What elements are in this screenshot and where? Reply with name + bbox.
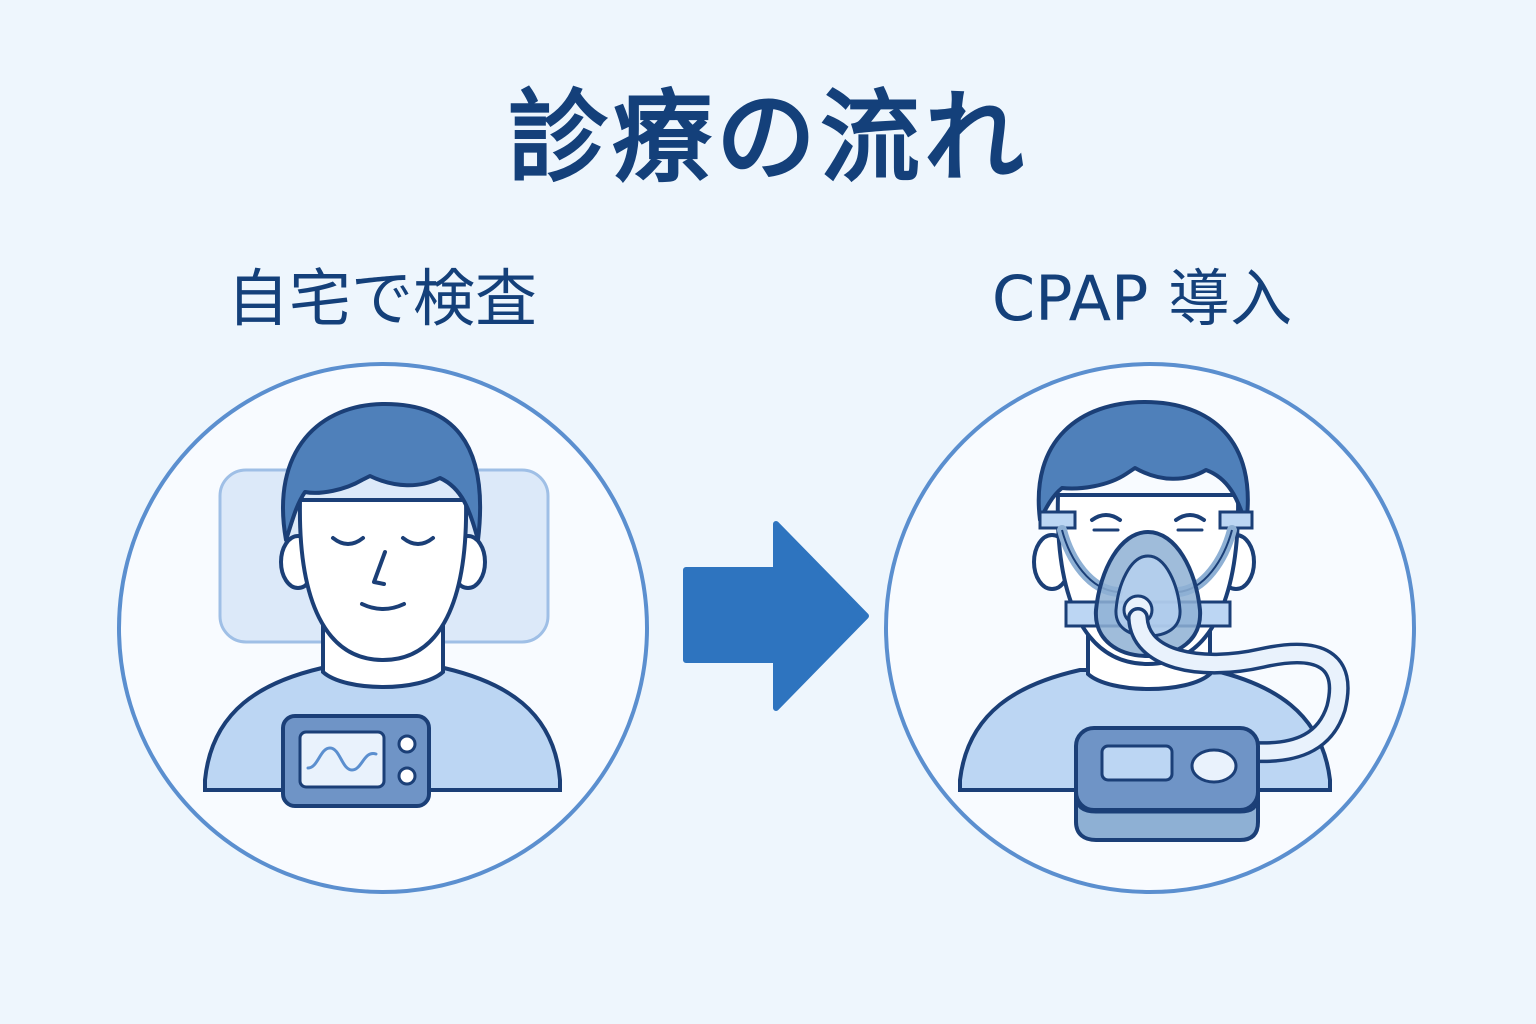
cpap-machine-icon <box>1074 726 1260 842</box>
eye-left <box>331 536 365 546</box>
page-title: 診療の流れ <box>508 79 1028 196</box>
step-label-cpap: CPAP 導入 <box>991 262 1293 335</box>
step-cpap-illustration <box>884 362 1416 894</box>
eye-right <box>401 536 435 546</box>
step-home-test-illustration <box>117 362 649 894</box>
eye-left-cpap <box>1090 513 1122 522</box>
eye-right-cpap <box>1174 513 1206 522</box>
sleep-monitor-icon <box>281 714 431 808</box>
right-arrow-icon <box>683 521 869 711</box>
face-shape <box>297 498 469 663</box>
nose <box>372 550 387 586</box>
hair-shape <box>281 402 483 542</box>
hair-shape-right <box>1036 400 1250 527</box>
step-label-home-test: 自宅で検査 <box>226 262 537 335</box>
mouth <box>360 602 406 611</box>
